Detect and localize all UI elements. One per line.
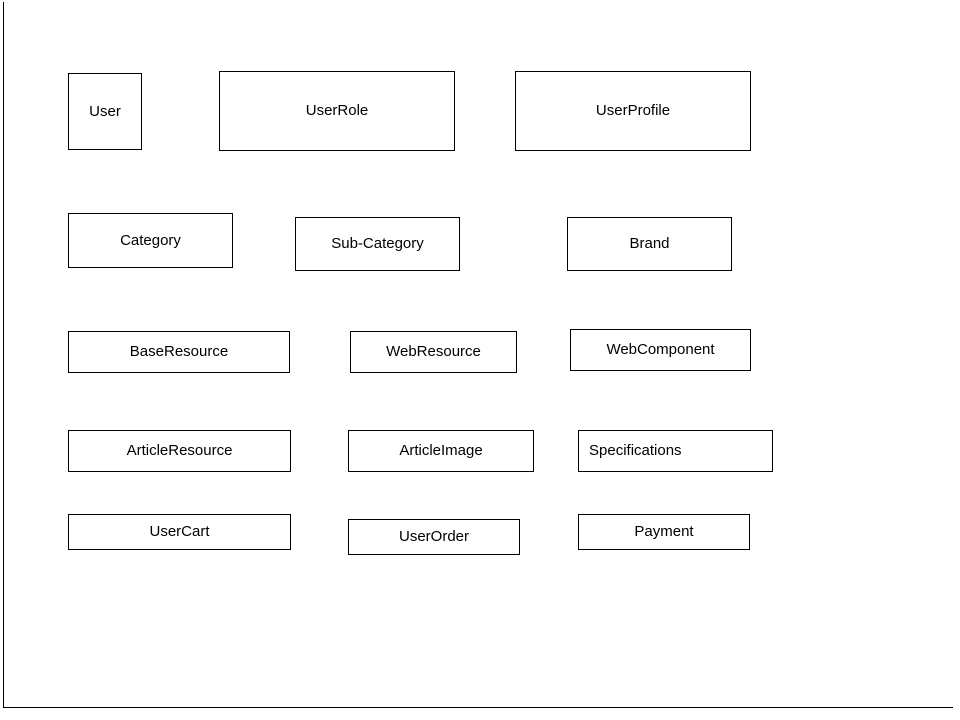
entity-node-web-resource[interactable]: WebResource [350,331,517,373]
entity-node-label: Sub-Category [331,235,424,252]
entity-node-label: User [89,102,121,120]
entity-node-sub-category[interactable]: Sub-Category [295,217,460,271]
entity-node-base-resource[interactable]: BaseResource [68,331,290,373]
entity-node-brand[interactable]: Brand [567,217,732,271]
entity-node-user[interactable]: User [68,73,142,150]
entity-node-label: UserOrder [398,528,469,545]
entity-node-label: UserRole [305,102,369,119]
entity-node-user-profile[interactable]: UserProfile [515,71,751,151]
entity-node-payment[interactable]: Payment [578,514,750,550]
entity-node-label: Payment [634,523,694,540]
entity-node-label: BaseResource [129,343,229,360]
page-border-left [3,2,4,708]
entity-node-label: UserCart [149,523,210,540]
entity-node-user-role[interactable]: UserRole [219,71,455,151]
entity-node-label: Category [120,231,181,249]
entity-node-label: Specifications [589,442,682,459]
entity-node-label: ArticleResource [126,442,233,459]
entity-node-label: ArticleImage [399,442,483,459]
entity-node-category[interactable]: Category [68,213,233,268]
entity-node-article-resource[interactable]: ArticleResource [68,430,291,472]
entity-node-specifications[interactable]: Specifications [578,430,773,472]
entity-node-label: WebComponent [606,341,715,358]
entity-node-web-component[interactable]: WebComponent [570,329,751,371]
entity-node-label: WebResource [386,343,481,360]
entity-node-user-cart[interactable]: UserCart [68,514,291,550]
page-border-bottom [3,707,953,708]
entity-node-user-order[interactable]: UserOrder [348,519,520,555]
entity-node-label: Brand [629,235,670,252]
entity-node-article-image[interactable]: ArticleImage [348,430,534,472]
entity-node-label: UserProfile [595,102,671,119]
